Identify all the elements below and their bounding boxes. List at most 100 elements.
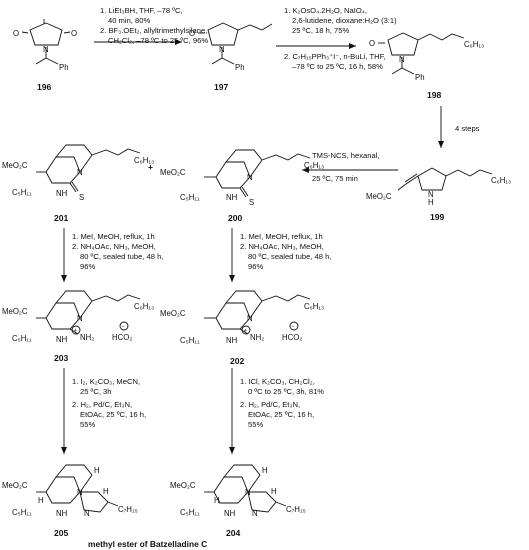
svg-text:EtOAc, 25 ºC, 16 h,: EtOAc, 25 ºC, 16 h, (248, 410, 314, 419)
svg-text:2. BF₃.OEt₂, allyltrimethylsil: 2. BF₃.OEt₂, allyltrimethylsilane, (100, 26, 207, 35)
chain-c6h13: C₆H₁₃ (464, 40, 484, 49)
conditions-step-1: 1. LiEt₃BH, THF, –78 ºC, 40 min, 80% 2. … (100, 6, 208, 45)
atom-h: H (428, 198, 434, 207)
svg-text:2,6-lutidene, dioxane:H₂O (3:1: 2,6-lutidene, dioxane:H₂O (3:1) (292, 16, 397, 25)
conditions-step-2: 1. K₂OsO₄.2H₂O, NaIO₄, 2,6-lutidene, dio… (284, 6, 397, 71)
group-nh2: NH₂ (80, 333, 94, 342)
atom-o: O (189, 29, 195, 38)
atom-h: H (271, 487, 277, 496)
atom-nh: NH (56, 509, 67, 518)
svg-text:CH₂Cl₂, –78 ºC to 25 ºC, 96%: CH₂Cl₂, –78 ºC to 25 ºC, 96% (108, 36, 208, 45)
atom-nh: NH (56, 189, 67, 198)
ester-group: MeO₂C (2, 161, 28, 170)
atom-ph: Ph (235, 63, 245, 72)
atom-h: H (103, 487, 109, 496)
group-hco2: HCO₂ (112, 333, 132, 342)
plus-charge-sign: + (74, 328, 77, 334)
chain-c7h15: C₇H₁₅ (286, 505, 306, 514)
atom-nh: NH (226, 193, 237, 202)
compound-label-196: 196 (37, 82, 52, 92)
atom-n: N (219, 45, 225, 54)
atom-h: H (38, 496, 44, 505)
chain-c6h13: C₆H₁₃ (134, 156, 154, 165)
svg-text:1. LiEt₃BH, THF, –78 ºC,: 1. LiEt₃BH, THF, –78 ºC, (100, 6, 183, 15)
svg-text:1. ICl, K₂CO₃, CH₂Cl₂,: 1. ICl, K₂CO₃, CH₂Cl₂, (240, 377, 315, 386)
chain-c6h13: C₆H₁₃ (304, 302, 324, 311)
minus-charge-sign: − (292, 324, 295, 330)
group-nh2: NH₂ (250, 333, 264, 342)
atom-nh: N (428, 190, 434, 199)
compound-label-197: 197 (214, 82, 229, 92)
chain-c5h11: C₅H₁₁ (180, 193, 200, 202)
conditions-step-8: 1. ICl, K₂CO₃, CH₂Cl₂, 0 ºC to 25 ºC, 3h… (240, 377, 324, 429)
plus-charge (71, 325, 81, 335)
atom-nh: NH (224, 509, 235, 518)
svg-text:2. H₂, Pd/C, Et₃N,: 2. H₂, Pd/C, Et₃N, (72, 400, 132, 409)
chain-c5h11: C₅H₁₁ (12, 188, 32, 197)
conditions-step-5: 1. MeI, MeOH, reflux, 1h 2. NH₄OAc, NH₃,… (72, 232, 163, 271)
compound-201: MeO₂C C₆H₁₃ C₅H₁₁ NH S N 201 (2, 144, 154, 223)
compound-198: O N Ph C₆H₁₃ 198 (369, 32, 484, 100)
minus-charge (119, 321, 129, 331)
conditions-step-4: TMS-NCS, hexanal, 25 ºC, 75 min (312, 151, 380, 183)
svg-text:2. NH₄OAc, NH₃, MeOH,: 2. NH₄OAc, NH₃, MeOH, (240, 242, 324, 251)
compound-204: MeO₂C C₅H₁₁ C₇H₁₅ H H H NH N N 204 (170, 464, 306, 538)
svg-text:25 ºC, 75 min: 25 ºC, 75 min (312, 174, 358, 183)
svg-text:–78 ºC to 25 ºC, 16 h, 58%: –78 ºC to 25 ºC, 16 h, 58% (292, 62, 383, 71)
atom-n: N (77, 314, 83, 323)
atom-n: N (77, 168, 83, 177)
atom-n: N (247, 173, 253, 182)
chain-c5h11: C₅H₁₁ (12, 334, 32, 343)
chain-c5h11: C₅H₁₁ (180, 508, 200, 517)
svg-text:80 ºC, sealed tube, 48 h,: 80 ºC, sealed tube, 48 h, (80, 252, 163, 261)
ester-group: MeO₂C (2, 307, 28, 316)
svg-text:1. I₂, K₂CO₃, MeCN,: 1. I₂, K₂CO₃, MeCN, (72, 377, 140, 386)
atom-o: O (13, 29, 19, 38)
svg-text:TMS-NCS, hexanal,: TMS-NCS, hexanal, (312, 151, 380, 160)
atom-h: H (94, 466, 100, 475)
compound-196: O O N Ph 196 (13, 19, 77, 92)
compound-label-198: 198 (427, 90, 442, 100)
svg-text:55%: 55% (80, 420, 95, 429)
ester-group: MeO₂C (160, 309, 186, 318)
compound-200: MeO₂C C₆H₁₃ C₅H₁₁ NH S N 200 (160, 149, 324, 223)
chain-c6h13: C₆H₁₃ (491, 176, 511, 185)
svg-text:1. MeI, MeOH, reflux, 1h: 1. MeI, MeOH, reflux, 1h (240, 232, 323, 241)
compound-label-200: 200 (228, 213, 243, 223)
conditions-step-3: 4 steps (455, 124, 480, 133)
atom-n: N (43, 45, 49, 54)
compound-label-202: 202 (230, 356, 245, 366)
atom-nh: NH (56, 335, 67, 344)
svg-text:2. NH₄OAc, NH₃, MeOH,: 2. NH₄OAc, NH₃, MeOH, (72, 242, 156, 251)
ester-group: MeO₂C (160, 168, 186, 177)
atom-n: N (399, 55, 405, 64)
svg-text:80 ºC, sealed tube, 48 h,: 80 ºC, sealed tube, 48 h, (248, 252, 331, 261)
compound-label-205: 205 (54, 528, 69, 538)
atom-s: S (249, 198, 254, 207)
svg-text:25 ºC, 3h: 25 ºC, 3h (80, 387, 111, 396)
atom-s: S (79, 193, 84, 202)
caption: methyl ester of Batzelladine C (88, 539, 207, 549)
svg-text:0 ºC to 25 ºC, 3h, 81%: 0 ºC to 25 ºC, 3h, 81% (248, 387, 324, 396)
plus-sign: + (148, 162, 153, 172)
conditions-step-7: 1. I₂, K₂CO₃, MeCN, 25 ºC, 3h 2. H₂, Pd/… (72, 377, 146, 429)
compound-label-201: 201 (54, 213, 69, 223)
chain-c5h11: C₅H₁₁ (12, 508, 32, 517)
svg-text:25 ºC, 18 h, 75%: 25 ºC, 18 h, 75% (292, 26, 349, 35)
svg-text:EtOAc, 25 ºC, 16 h,: EtOAc, 25 ºC, 16 h, (80, 410, 146, 419)
conditions-step-6: 1. MeI, MeOH, reflux, 1h 2. NH₄OAc, NH₃,… (240, 232, 331, 271)
compound-199: N H MeO₂C C₆H₁₃ 199 (366, 167, 511, 222)
compound-label-203: 203 (54, 353, 69, 363)
chain-c5h11: C₅H₁₁ (180, 336, 200, 345)
atom-n: N (245, 488, 251, 497)
compound-203: MeO₂C C₆H₁₃ C₅H₁₁ NH N NH₂ HCO₂ + − 203 (2, 290, 154, 363)
atom-n: N (77, 488, 83, 497)
atom-n: N (252, 509, 258, 518)
minus-charge (289, 321, 299, 331)
plus-charge-sign: + (244, 328, 247, 334)
compound-label-199: 199 (430, 212, 445, 222)
chain-c6h13: C₆H₁₃ (304, 161, 324, 170)
atom-n: N (84, 509, 90, 518)
svg-text:40 min, 80%: 40 min, 80% (108, 16, 150, 25)
